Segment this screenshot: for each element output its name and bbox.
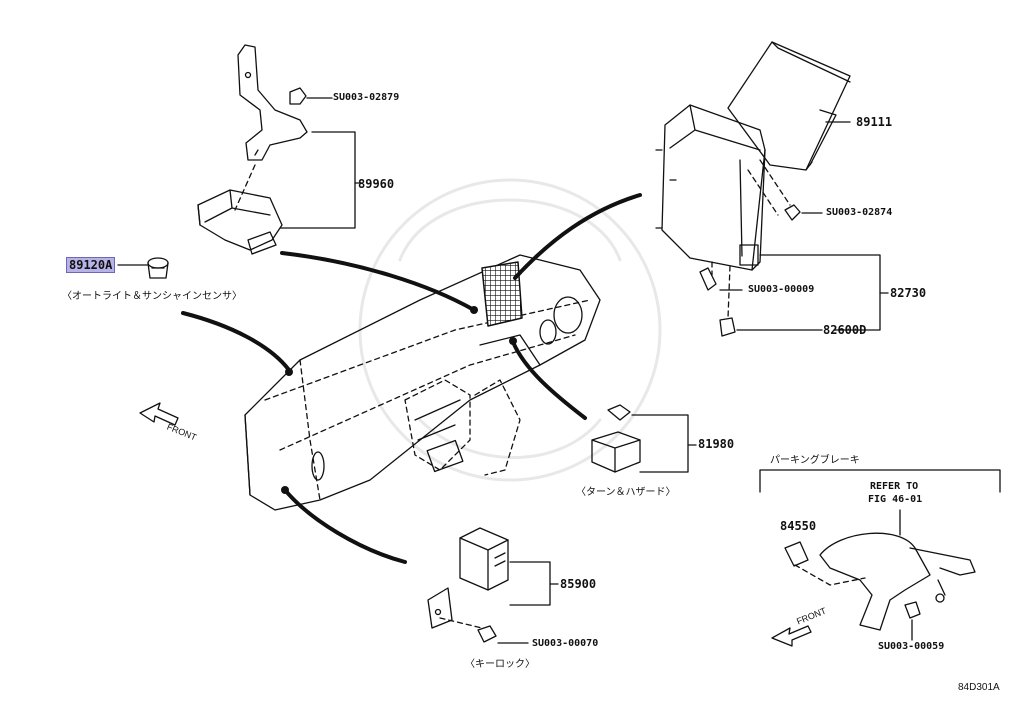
label-su003-00059[interactable]: SU003-00059 — [878, 641, 945, 652]
part-89111-82730-assembly — [655, 41, 889, 337]
callout-dots — [281, 306, 517, 494]
figure-reference-link[interactable]: FIG 46-01 — [868, 494, 923, 505]
part-81980-relay — [591, 404, 697, 473]
parking-brake-box — [759, 469, 1001, 641]
dashboard-outline — [244, 254, 601, 511]
ecu-panel-hatched — [481, 261, 523, 327]
caption-turn-hazard: 〈ターン＆ハザード〉 — [576, 487, 676, 498]
watermark — [358, 178, 662, 482]
label-85900[interactable]: 85900 — [560, 577, 597, 591]
part-89960-assembly — [197, 44, 363, 255]
label-82730[interactable]: 82730 — [890, 286, 927, 300]
label-su003-02879[interactable]: SU003-02879 — [333, 92, 400, 103]
label-su003-00009[interactable]: SU003-00009 — [748, 284, 815, 295]
label-81980[interactable]: 81980 — [698, 437, 735, 451]
label-84550[interactable]: 84550 — [780, 519, 817, 533]
label-89111[interactable]: 89111 — [856, 115, 893, 129]
callout-sweeps — [181, 193, 642, 564]
caption-autolight-sensor: 〈オートライト＆サンシャインセンサ〉 — [62, 291, 242, 302]
label-82600d[interactable]: 82600D — [823, 323, 867, 337]
label-su003-02874[interactable]: SU003-02874 — [826, 207, 893, 218]
label-89120a[interactable]: 89120A — [66, 257, 116, 273]
part-89120a-sensor — [117, 257, 169, 279]
refer-to-text: REFER TO — [870, 481, 919, 492]
diagram-code: 84D301A — [958, 682, 1000, 693]
label-89960[interactable]: 89960 — [358, 177, 395, 191]
part-85900-keylock — [427, 527, 559, 644]
front-arrows — [139, 402, 812, 647]
label-su003-00070[interactable]: SU003-00070 — [532, 638, 599, 649]
caption-parking-brake: パーキングブレーキ — [770, 455, 860, 466]
caption-key-lock: 〈キーロック〉 — [465, 659, 535, 670]
